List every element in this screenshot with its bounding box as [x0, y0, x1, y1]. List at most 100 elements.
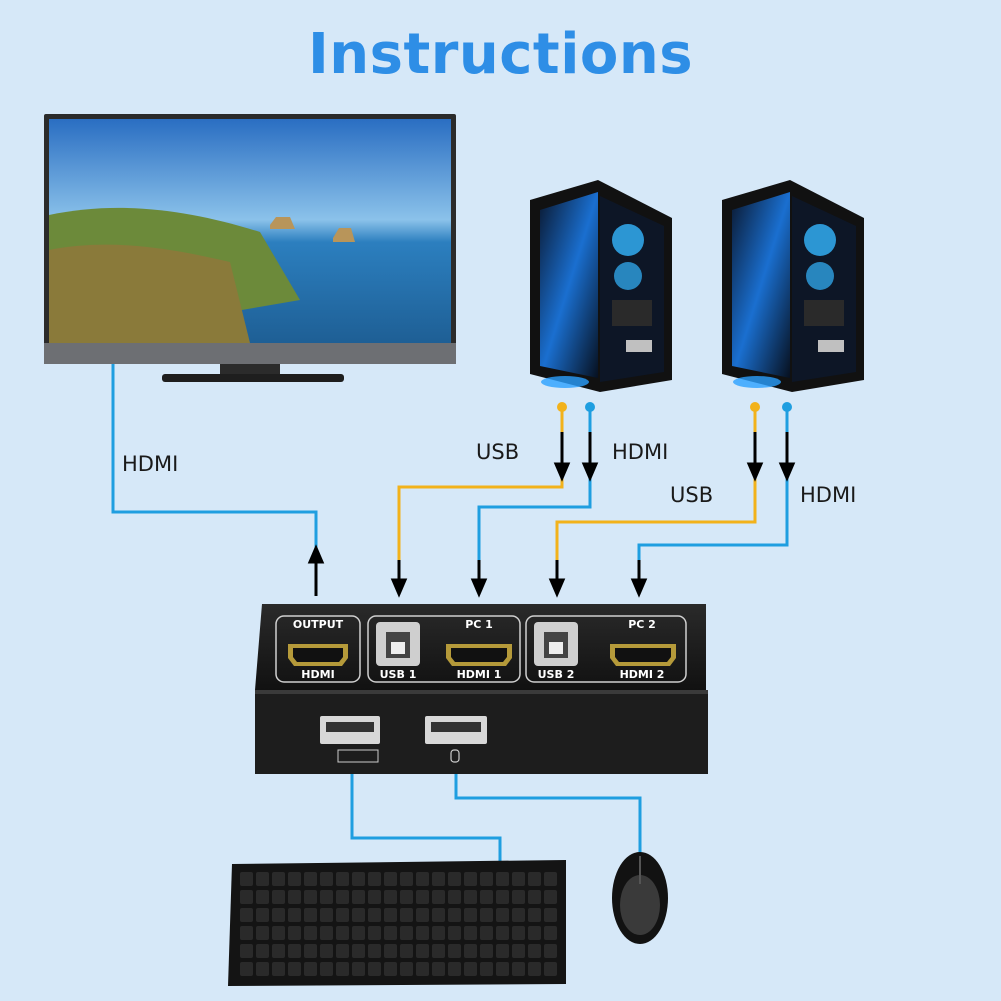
keyboard-key [544, 908, 557, 922]
port-label-usb1: USB 1 [380, 668, 417, 681]
keyboard-key [352, 872, 365, 886]
keyboard-key [512, 908, 525, 922]
keyboard-key [368, 908, 381, 922]
keyboard-key [448, 890, 461, 904]
keyboard-key [480, 890, 493, 904]
keyboard-key [384, 944, 397, 958]
keyboard-cable [350, 773, 502, 862]
keyboard-key [528, 944, 541, 958]
keyboard-key [528, 962, 541, 976]
keyboard-key [240, 962, 253, 976]
keyboard-key [496, 926, 509, 940]
keyboard-key [400, 926, 413, 940]
keyboard-key [304, 944, 317, 958]
keyboard-key [416, 926, 429, 940]
keyboard-key [304, 908, 317, 922]
port-label-hdmi1: HDMI 1 [457, 668, 502, 681]
keyboard-key [432, 944, 445, 958]
keyboard-key [416, 962, 429, 976]
keyboard-key [544, 926, 557, 940]
keyboard-key [400, 944, 413, 958]
keyboard-key [416, 944, 429, 958]
label-pc1-usb: USB [476, 440, 520, 464]
keyboard-key [320, 890, 333, 904]
keyboard-key [448, 962, 461, 976]
keyboard-key [464, 926, 477, 940]
keyboard-key [368, 962, 381, 976]
keyboard-key [288, 908, 301, 922]
label-pc2-hdmi: HDMI [800, 483, 857, 507]
keyboard-key [528, 890, 541, 904]
keyboard-key [464, 944, 477, 958]
keyboard-key [480, 908, 493, 922]
keyboard-key [448, 944, 461, 958]
keyboard-key [544, 890, 557, 904]
keyboard-key [304, 872, 317, 886]
keyboard-key [512, 872, 525, 886]
keyboard-key [464, 890, 477, 904]
port-label-hdmi2: HDMI 2 [620, 668, 665, 681]
keyboard-key [272, 926, 285, 940]
port-label-pc2: PC 2 [628, 618, 656, 631]
keyboard-key [352, 890, 365, 904]
keyboard-key [544, 944, 557, 958]
keyboard-key [480, 872, 493, 886]
keyboard-key [272, 962, 285, 976]
port-label-pc1: PC 1 [465, 618, 493, 631]
keyboard-key [320, 962, 333, 976]
keyboard-key [256, 872, 269, 886]
kvm-switch [255, 604, 708, 774]
keyboard-key [528, 926, 541, 940]
keyboard-key [480, 926, 493, 940]
keyboard-key [416, 872, 429, 886]
keyboard-key [304, 890, 317, 904]
keyboard-key [272, 908, 285, 922]
keyboard-key [336, 944, 349, 958]
keyboard-key [368, 872, 381, 886]
keyboard-key [352, 962, 365, 976]
keyboard-key [256, 962, 269, 976]
keyboard-key [304, 962, 317, 976]
keyboard-key [432, 908, 445, 922]
label-pc1-hdmi: HDMI [612, 440, 669, 464]
keyboard-key [256, 944, 269, 958]
monitor [44, 114, 456, 382]
port-label-output: OUTPUT [293, 618, 344, 631]
keyboard-key [416, 908, 429, 922]
port-label-hdmi-out: HDMI [301, 668, 334, 681]
keyboard-key [240, 944, 253, 958]
keyboard-key [288, 872, 301, 886]
keyboard-key [368, 926, 381, 940]
keyboard-key [384, 908, 397, 922]
page-title: Instructions [307, 22, 694, 87]
mouse [612, 852, 668, 944]
keyboard-key [384, 890, 397, 904]
keyboard-key [352, 944, 365, 958]
keyboard-key [512, 890, 525, 904]
keyboard-key [368, 944, 381, 958]
label-pc2-usb: USB [670, 483, 714, 507]
keyboard-key [400, 908, 413, 922]
keyboard-key [496, 908, 509, 922]
pc-2 [722, 180, 864, 392]
keyboard-key [544, 872, 557, 886]
keyboard-key [496, 872, 509, 886]
keyboard-key [496, 962, 509, 976]
keyboard-key [240, 890, 253, 904]
keyboard-key [448, 872, 461, 886]
pc2-usb-cable [555, 405, 757, 560]
keyboard-key [400, 890, 413, 904]
keyboard-key [496, 944, 509, 958]
mouse-cable [454, 773, 642, 858]
port-label-usb2: USB 2 [538, 668, 575, 681]
keyboard-key [272, 872, 285, 886]
keyboard-key [256, 926, 269, 940]
keyboard-key [432, 926, 445, 940]
pc1-hdmi-cable [477, 405, 592, 560]
pc-connector-dots [557, 402, 792, 412]
label-monitor-hdmi: HDMI [122, 452, 179, 476]
keyboard-key [336, 908, 349, 922]
keyboard-key [320, 926, 333, 940]
keyboard-key [512, 926, 525, 940]
